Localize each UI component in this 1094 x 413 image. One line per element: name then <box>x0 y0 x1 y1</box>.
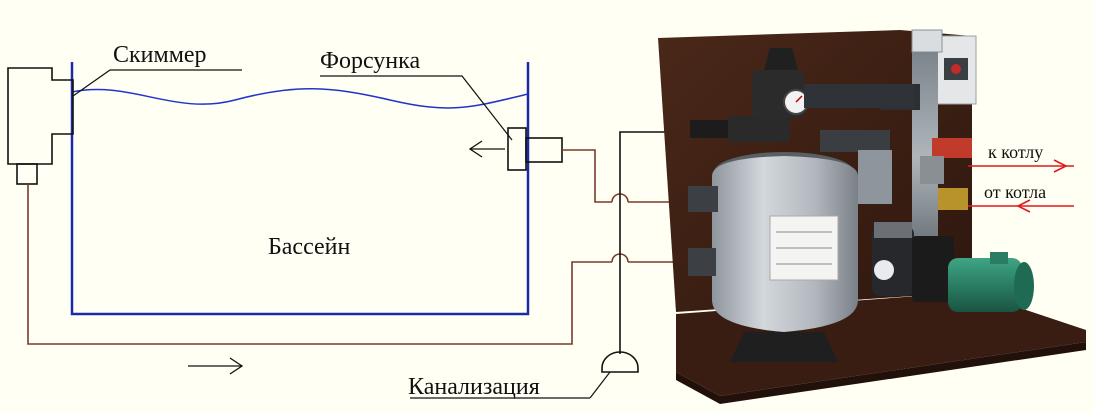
pool-label: Бассейн <box>268 234 351 260</box>
sewer-trap <box>601 351 639 373</box>
pool-walls <box>70 62 530 316</box>
skimmer-leader-line <box>72 69 242 97</box>
filtration-unit <box>658 29 1086 404</box>
pump-motor <box>948 258 1022 312</box>
skimmer-outlet <box>16 163 38 185</box>
arrow-left-icon <box>468 140 505 158</box>
to-boiler-label: к котлу <box>988 142 1043 162</box>
skimmer-body <box>7 67 74 165</box>
electric-switch-box-icon <box>935 35 977 105</box>
nozzle-fitting <box>525 137 563 163</box>
drain-line: Канализация <box>408 131 690 400</box>
nozzle-body <box>507 127 527 171</box>
skimmer-label: Скиммер <box>113 42 207 68</box>
nozzle-label: Форсунка <box>320 48 420 74</box>
water-surface <box>71 88 529 109</box>
pool: Бассейн <box>70 62 530 316</box>
from-boiler-label: от котла <box>984 182 1046 202</box>
skimmer: Скиммер <box>7 42 242 185</box>
boiler-lines: к котлу от котла <box>968 142 1074 213</box>
nozzle: Форсунка <box>320 48 563 171</box>
sewer-label: Канализация <box>408 374 540 400</box>
nozzle-leader-line <box>320 75 513 141</box>
arrow-right-icon <box>188 357 244 375</box>
suction-pipe <box>27 184 690 375</box>
